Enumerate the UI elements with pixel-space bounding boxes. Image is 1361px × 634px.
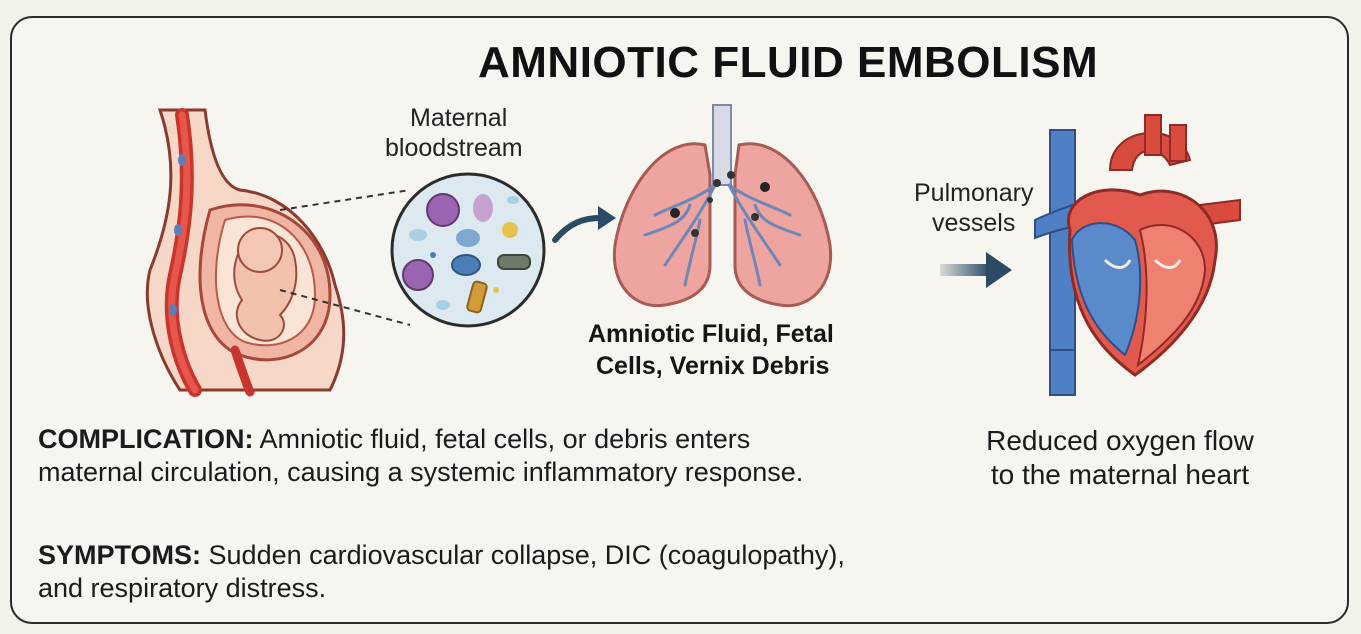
lungs-illustration: [612, 104, 833, 308]
cell: [426, 193, 460, 227]
cell: [402, 259, 434, 291]
artery-branch: [1169, 124, 1187, 162]
debris: [466, 280, 488, 314]
cell-marker: [178, 154, 186, 166]
pregnancy-illustration: [145, 108, 346, 397]
zoom-lines: [279, 189, 411, 326]
cell-marker: [169, 304, 177, 316]
cell: [451, 254, 481, 276]
pulmonary-label-line2: vessels: [932, 209, 1016, 237]
heart-illustration: [1034, 114, 1241, 396]
right-lung: [733, 142, 833, 308]
trachea: [712, 104, 732, 186]
birth-canal-vessel: [230, 345, 255, 397]
debris: [497, 254, 531, 270]
magnified-blood-view: [390, 172, 546, 328]
heart-caption-line2: to the maternal heart: [990, 459, 1250, 490]
arrow-to-lungs: [552, 206, 616, 243]
valve: [1153, 258, 1182, 269]
symptoms-body: Sudden cardiovascular collapse, DIC (coa…: [38, 540, 845, 603]
cell: [507, 196, 519, 204]
cell: [456, 229, 480, 247]
bloodstream-label-line2: bloodstream: [385, 134, 523, 162]
complication-body: Amniotic fluid, fetal cells, or debris e…: [38, 424, 804, 487]
complication-text: COMPLICATION: Amniotic fluid, fetal cell…: [38, 423, 858, 489]
cell: [473, 194, 493, 222]
symptoms-text: SYMPTOMS: Sudden cardiovascular collapse…: [38, 539, 858, 605]
valve: [1103, 258, 1132, 269]
cell: [502, 222, 518, 238]
heart-caption-line1: Reduced oxygen flow: [986, 425, 1254, 456]
cell: [436, 300, 450, 310]
left-lung: [612, 142, 712, 308]
left-ventricle: [1136, 224, 1207, 368]
bloodstream-label-line1: Maternal: [410, 104, 508, 132]
pulmonary-label-line1: Pulmonary: [914, 179, 1034, 207]
complication-heading: COMPLICATION:: [38, 424, 254, 454]
right-ventricle: [1070, 222, 1142, 357]
fetal-head: [237, 227, 283, 273]
artery-branch: [1144, 114, 1162, 156]
lungs-caption-line1: Amniotic Fluid, Fetal: [588, 320, 834, 348]
lungs-caption-line2: Cells, Vernix Debris: [596, 352, 830, 380]
cell-marker: [174, 224, 182, 236]
heart-caption: Reduced oxygen flow to the maternal hear…: [940, 424, 1300, 492]
symptoms-heading: SYMPTOMS:: [38, 540, 202, 570]
arrow-to-heart: [940, 252, 1012, 288]
cell: [409, 229, 427, 241]
maternal-vessel-inner: [168, 111, 199, 394]
page-title: AMNIOTIC FLUID EMBOLISM: [478, 38, 1099, 87]
